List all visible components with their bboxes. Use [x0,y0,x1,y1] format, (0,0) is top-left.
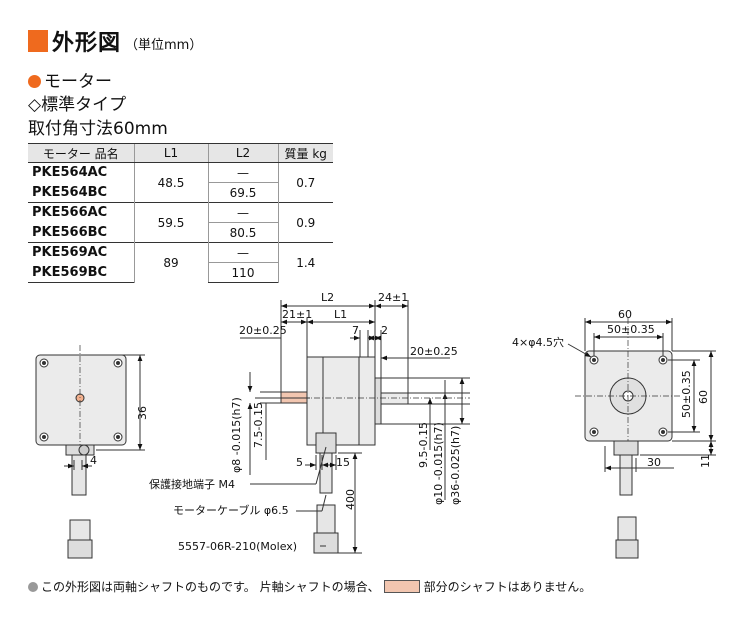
table-row: PKE566BC 80.5 [28,222,333,243]
dim-60-height: 60 [697,390,710,404]
mount-heading: 取付角寸法60mm [28,119,168,139]
motor-heading: モーター [28,72,112,92]
dim-phi8: φ8 -0.015(h7) [230,397,243,473]
dim-9-5: 9.5-0.15 [417,422,430,468]
label-cable: モーターケーブル φ6.5 [173,503,289,517]
dim-30: 30 [647,456,661,469]
footnote-text-after: 部分のシャフトはありません。 [423,580,592,594]
dim-15: 15 [336,456,350,469]
col-l1: L1 [133,143,208,163]
col-model: モーター 品名 [28,143,134,163]
dim-7-5: 7.5-0.15 [252,402,265,448]
right-front-view [567,318,716,559]
gray-dot-icon [28,581,38,592]
orange-square-icon [28,30,48,52]
dim-60-width: 60 [618,308,632,321]
dim-50-width: 50±0.35 [607,323,655,336]
dim-phi10: φ10 -0.015(h7) [432,422,445,505]
spec-table: モーター 品名 L1 L2 質量 kg PKE564AC 48.5 — 0.7 … [28,143,333,283]
dim-20-left: 20±0.25 [239,324,287,337]
dim-l1: L1 [334,308,347,321]
table-row: PKE564BC 69.5 [28,182,333,203]
dim-400: 400 [344,489,357,510]
dim-21: 21±1 [282,308,312,321]
type-heading: ◇標準タイプ [28,95,127,115]
dim-36: 36 [136,406,149,420]
orange-dot-icon [28,75,41,88]
dim-7: 7 [352,324,359,337]
table-row: PKE566AC 59.5 — 0.9 [28,202,333,243]
col-mass: 質量 kg [277,143,333,163]
label-connector: 5557-06R-210(Molex) [178,540,297,553]
dim-24: 24±1 [378,291,408,304]
page-title: 外形図 [52,31,122,56]
dim-phi36: φ36-0.025(h7) [449,426,462,505]
dim-20-right: 20±0.25 [410,345,458,358]
table-row: PKE564AC 48.5 — 0.7 [28,162,333,203]
dim-l2: L2 [321,291,334,304]
footnote: この外形図は両軸シャフトのものです。 片軸シャフトの場合、 部分のシャフトはあり… [28,578,591,595]
col-l2: L2 [207,143,278,163]
dim-50-height: 50±0.35 [680,370,693,418]
table-row: PKE569BC 110 [28,262,333,283]
label-terminal: 保護接地端子 M4 [149,477,235,491]
left-front-view [35,345,145,559]
section-title: 外形図 （単位mm） [28,27,203,56]
table-row: PKE569AC 89 — 1.4 [28,242,333,283]
dim-2: 2 [381,324,388,337]
dim-11: 11 [699,454,712,468]
dim-4: 4 [90,454,97,467]
middle-side-view [240,300,470,554]
shaft-color-swatch [383,580,420,593]
footnote-text-before: この外形図は両軸シャフトのものです。 片軸シャフトの場合、 [41,580,380,594]
unit-label: （単位mm） [125,38,203,53]
label-holes: 4×φ4.5穴 [512,335,564,349]
dim-5: 5 [296,456,303,469]
